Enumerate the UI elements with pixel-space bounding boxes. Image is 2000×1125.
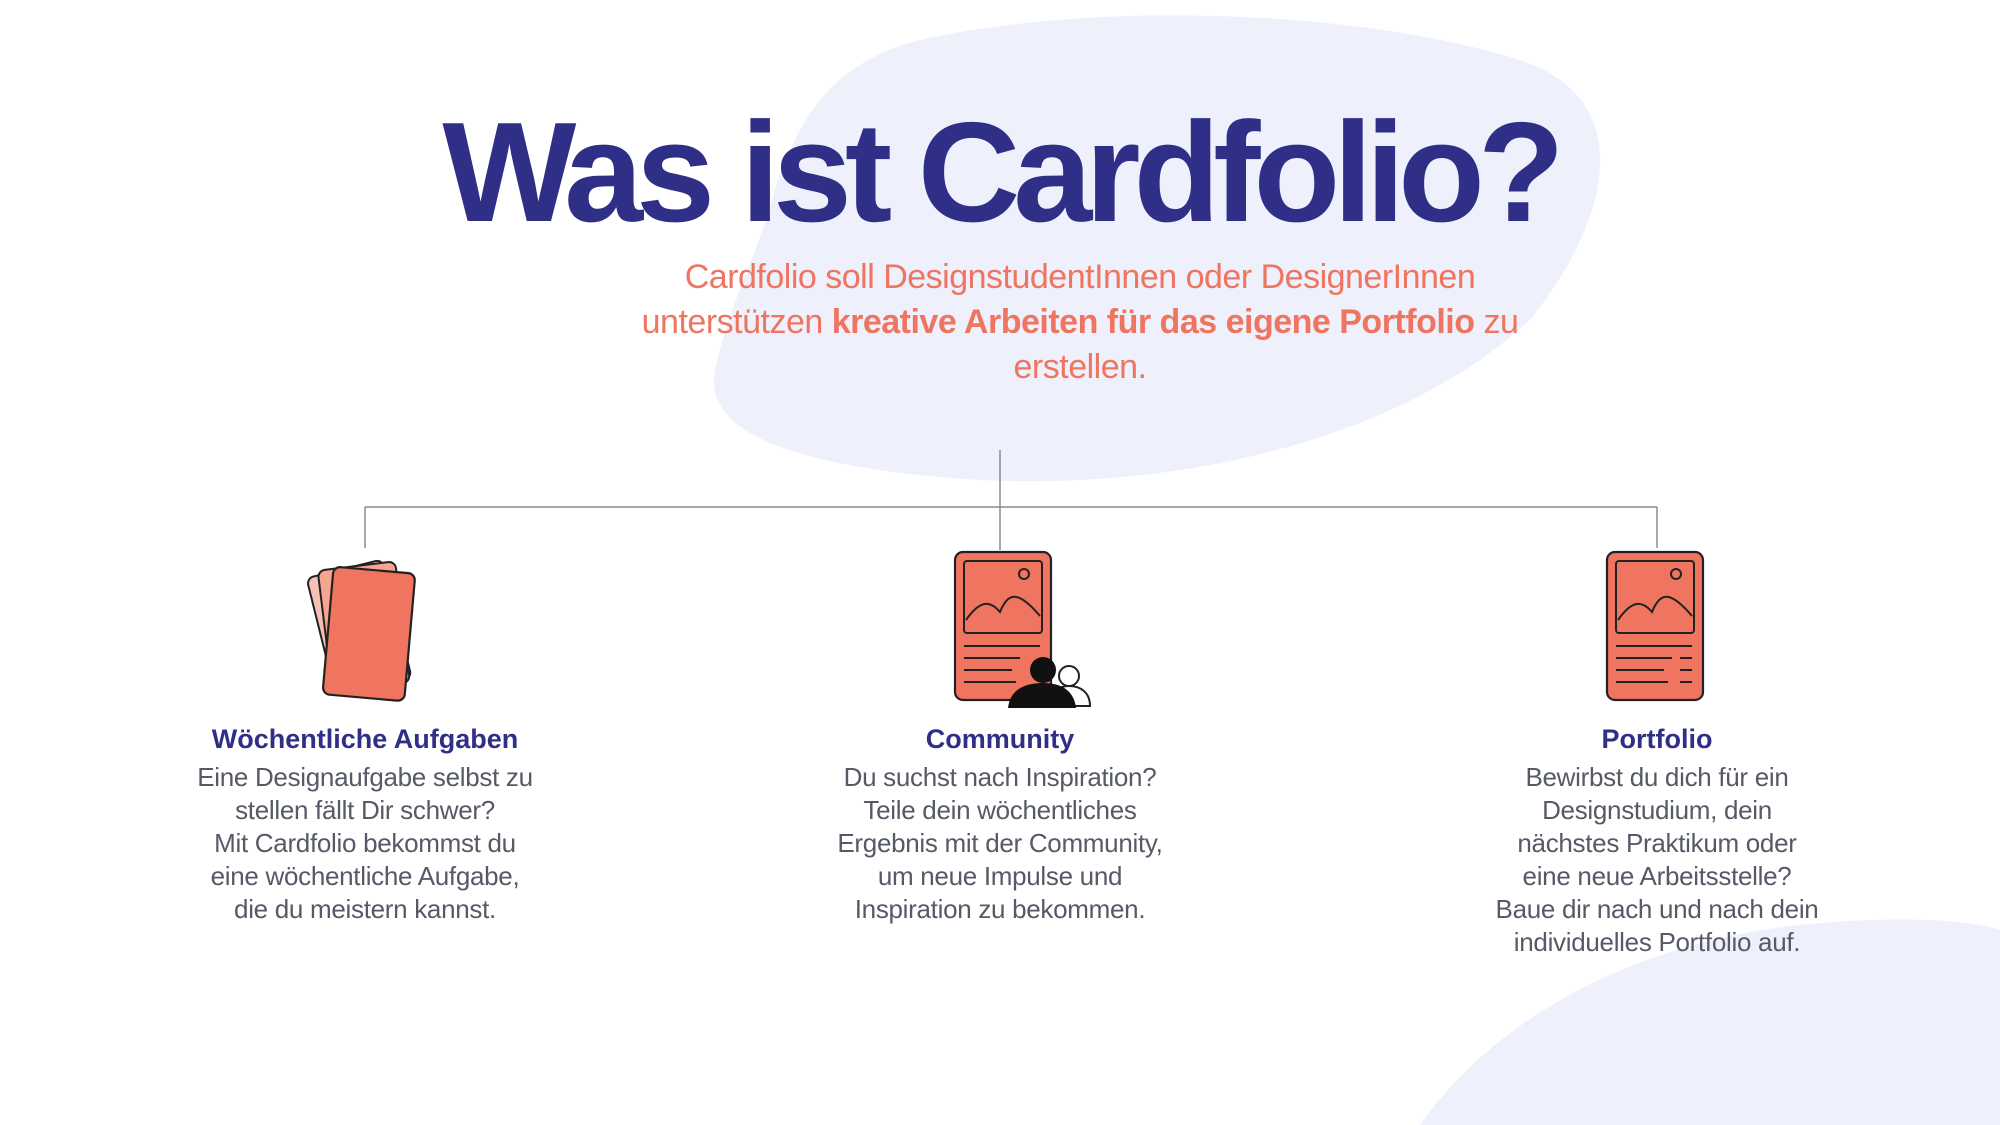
portfolio-card-icon: [1605, 550, 1705, 702]
feature-description: Bewirbst du dich für ein Designstudium, …: [1437, 761, 1877, 959]
desc-line: nächstes Praktikum oder: [1517, 828, 1797, 858]
feature-title: Wöchentliche Aufgaben: [211, 724, 519, 754]
desc-line: stellen fällt Dir schwer?: [235, 795, 495, 825]
feature-description: Du suchst nach Inspiration? Teile dein w…: [780, 761, 1220, 926]
page-title: Was ist Cardfolio?: [442, 93, 1564, 252]
feature-title: Portfolio: [1601, 724, 1713, 754]
desc-line: Bewirbst du dich für ein: [1525, 762, 1789, 792]
feature-community: Community Du suchst nach Inspiration? Te…: [780, 722, 1220, 926]
intro-part-2: zu erstellen.: [1013, 303, 1519, 386]
feature-weekly-tasks: Wöchentliche Aufgaben Eine Designaufgabe…: [145, 722, 585, 926]
desc-line: die du meistern kannst.: [234, 894, 496, 924]
desc-line: individuelles Portfolio auf.: [1513, 927, 1801, 957]
card-stack-icon: [307, 559, 416, 702]
feature-description: Eine Designaufgabe selbst zu stellen fäl…: [145, 761, 585, 926]
desc-line: Mit Cardfolio bekommst du: [214, 828, 516, 858]
desc-line: Du suchst nach Inspiration?: [843, 762, 1157, 792]
desc-line: eine neue Arbeitsstelle?: [1522, 861, 1792, 891]
card-with-people-icon: [953, 550, 1092, 708]
desc-line: eine wöchentliche Aufgabe,: [210, 861, 520, 891]
desc-line: Eine Designaufgabe selbst zu: [197, 762, 533, 792]
feature-portfolio: Portfolio Bewirbst du dich für ein Desig…: [1437, 722, 1877, 959]
desc-line: Designstudium, dein: [1542, 795, 1772, 825]
desc-line: Inspiration zu bekommen.: [854, 894, 1146, 924]
bottom-right-blob-shape: [1420, 919, 2000, 1125]
desc-line: Ergebnis mit der Community,: [837, 828, 1163, 858]
intro-part-1: Cardfolio soll DesignstudentInnen oder D…: [641, 258, 1476, 341]
top-blob-shape: [713, 15, 1601, 482]
intro-highlight: kreative Arbeiten für das eigene Portfol…: [831, 303, 1475, 341]
desc-line: um neue Impulse und: [877, 861, 1123, 891]
feature-title: Community: [925, 724, 1075, 754]
desc-line: Baue dir nach und nach dein: [1495, 894, 1819, 924]
desc-line: Teile dein wöchentliches: [863, 795, 1137, 825]
intro-text: Cardfolio soll DesignstudentInnen oder D…: [620, 255, 1540, 390]
